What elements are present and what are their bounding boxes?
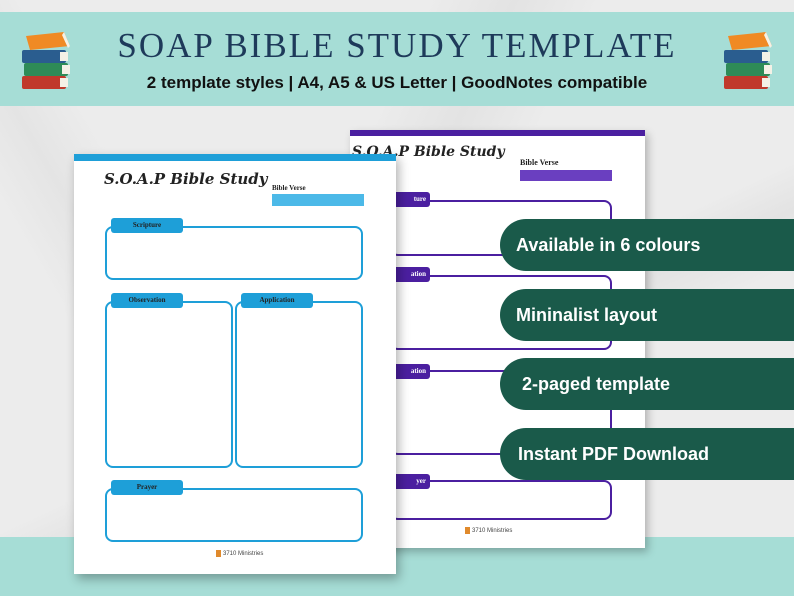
template-title: S.O.A.P Bible Study	[104, 170, 268, 188]
application-tab: Application	[241, 293, 313, 308]
bible-verse-label: Bible Verse	[520, 158, 559, 167]
feature-layout: Mininalist layout	[500, 289, 794, 341]
bible-verse-label: Bible Verse	[272, 184, 306, 192]
observation-tab: Observation	[111, 293, 183, 308]
application-box	[235, 301, 363, 468]
scripture-box	[105, 226, 363, 280]
observation-box	[105, 301, 233, 468]
section-tab: ation	[390, 364, 430, 379]
page-top-bar	[74, 154, 396, 161]
ministry-logo: 3710 Ministries	[465, 527, 512, 534]
prayer-tab: Prayer	[111, 480, 183, 495]
section-tab: ture	[390, 192, 430, 207]
ministry-logo: 3710 Ministries	[216, 550, 263, 557]
books-stack-icon	[22, 32, 70, 89]
template-page-blue: S.O.A.P Bible Study Bible Verse Scriptur…	[74, 154, 396, 574]
scripture-tab: Scripture	[111, 218, 183, 233]
feature-colours: Available in 6 colours	[500, 219, 794, 271]
header-band	[0, 12, 794, 106]
page-top-bar	[350, 130, 645, 136]
books-stack-icon	[724, 32, 772, 89]
feature-two-page: 2-paged template	[500, 358, 794, 410]
page-title: SOAP BIBLE STUDY TEMPLATE	[117, 26, 677, 65]
bible-verse-field	[520, 170, 612, 181]
section-tab: ation	[390, 267, 430, 282]
prayer-box	[105, 488, 363, 542]
bible-verse-field	[272, 194, 364, 206]
section-tab: yer	[390, 474, 430, 489]
page-subtitle: 2 template styles | A4, A5 & US Letter |…	[146, 73, 648, 92]
feature-pdf-download: Instant PDF Download	[500, 428, 794, 480]
